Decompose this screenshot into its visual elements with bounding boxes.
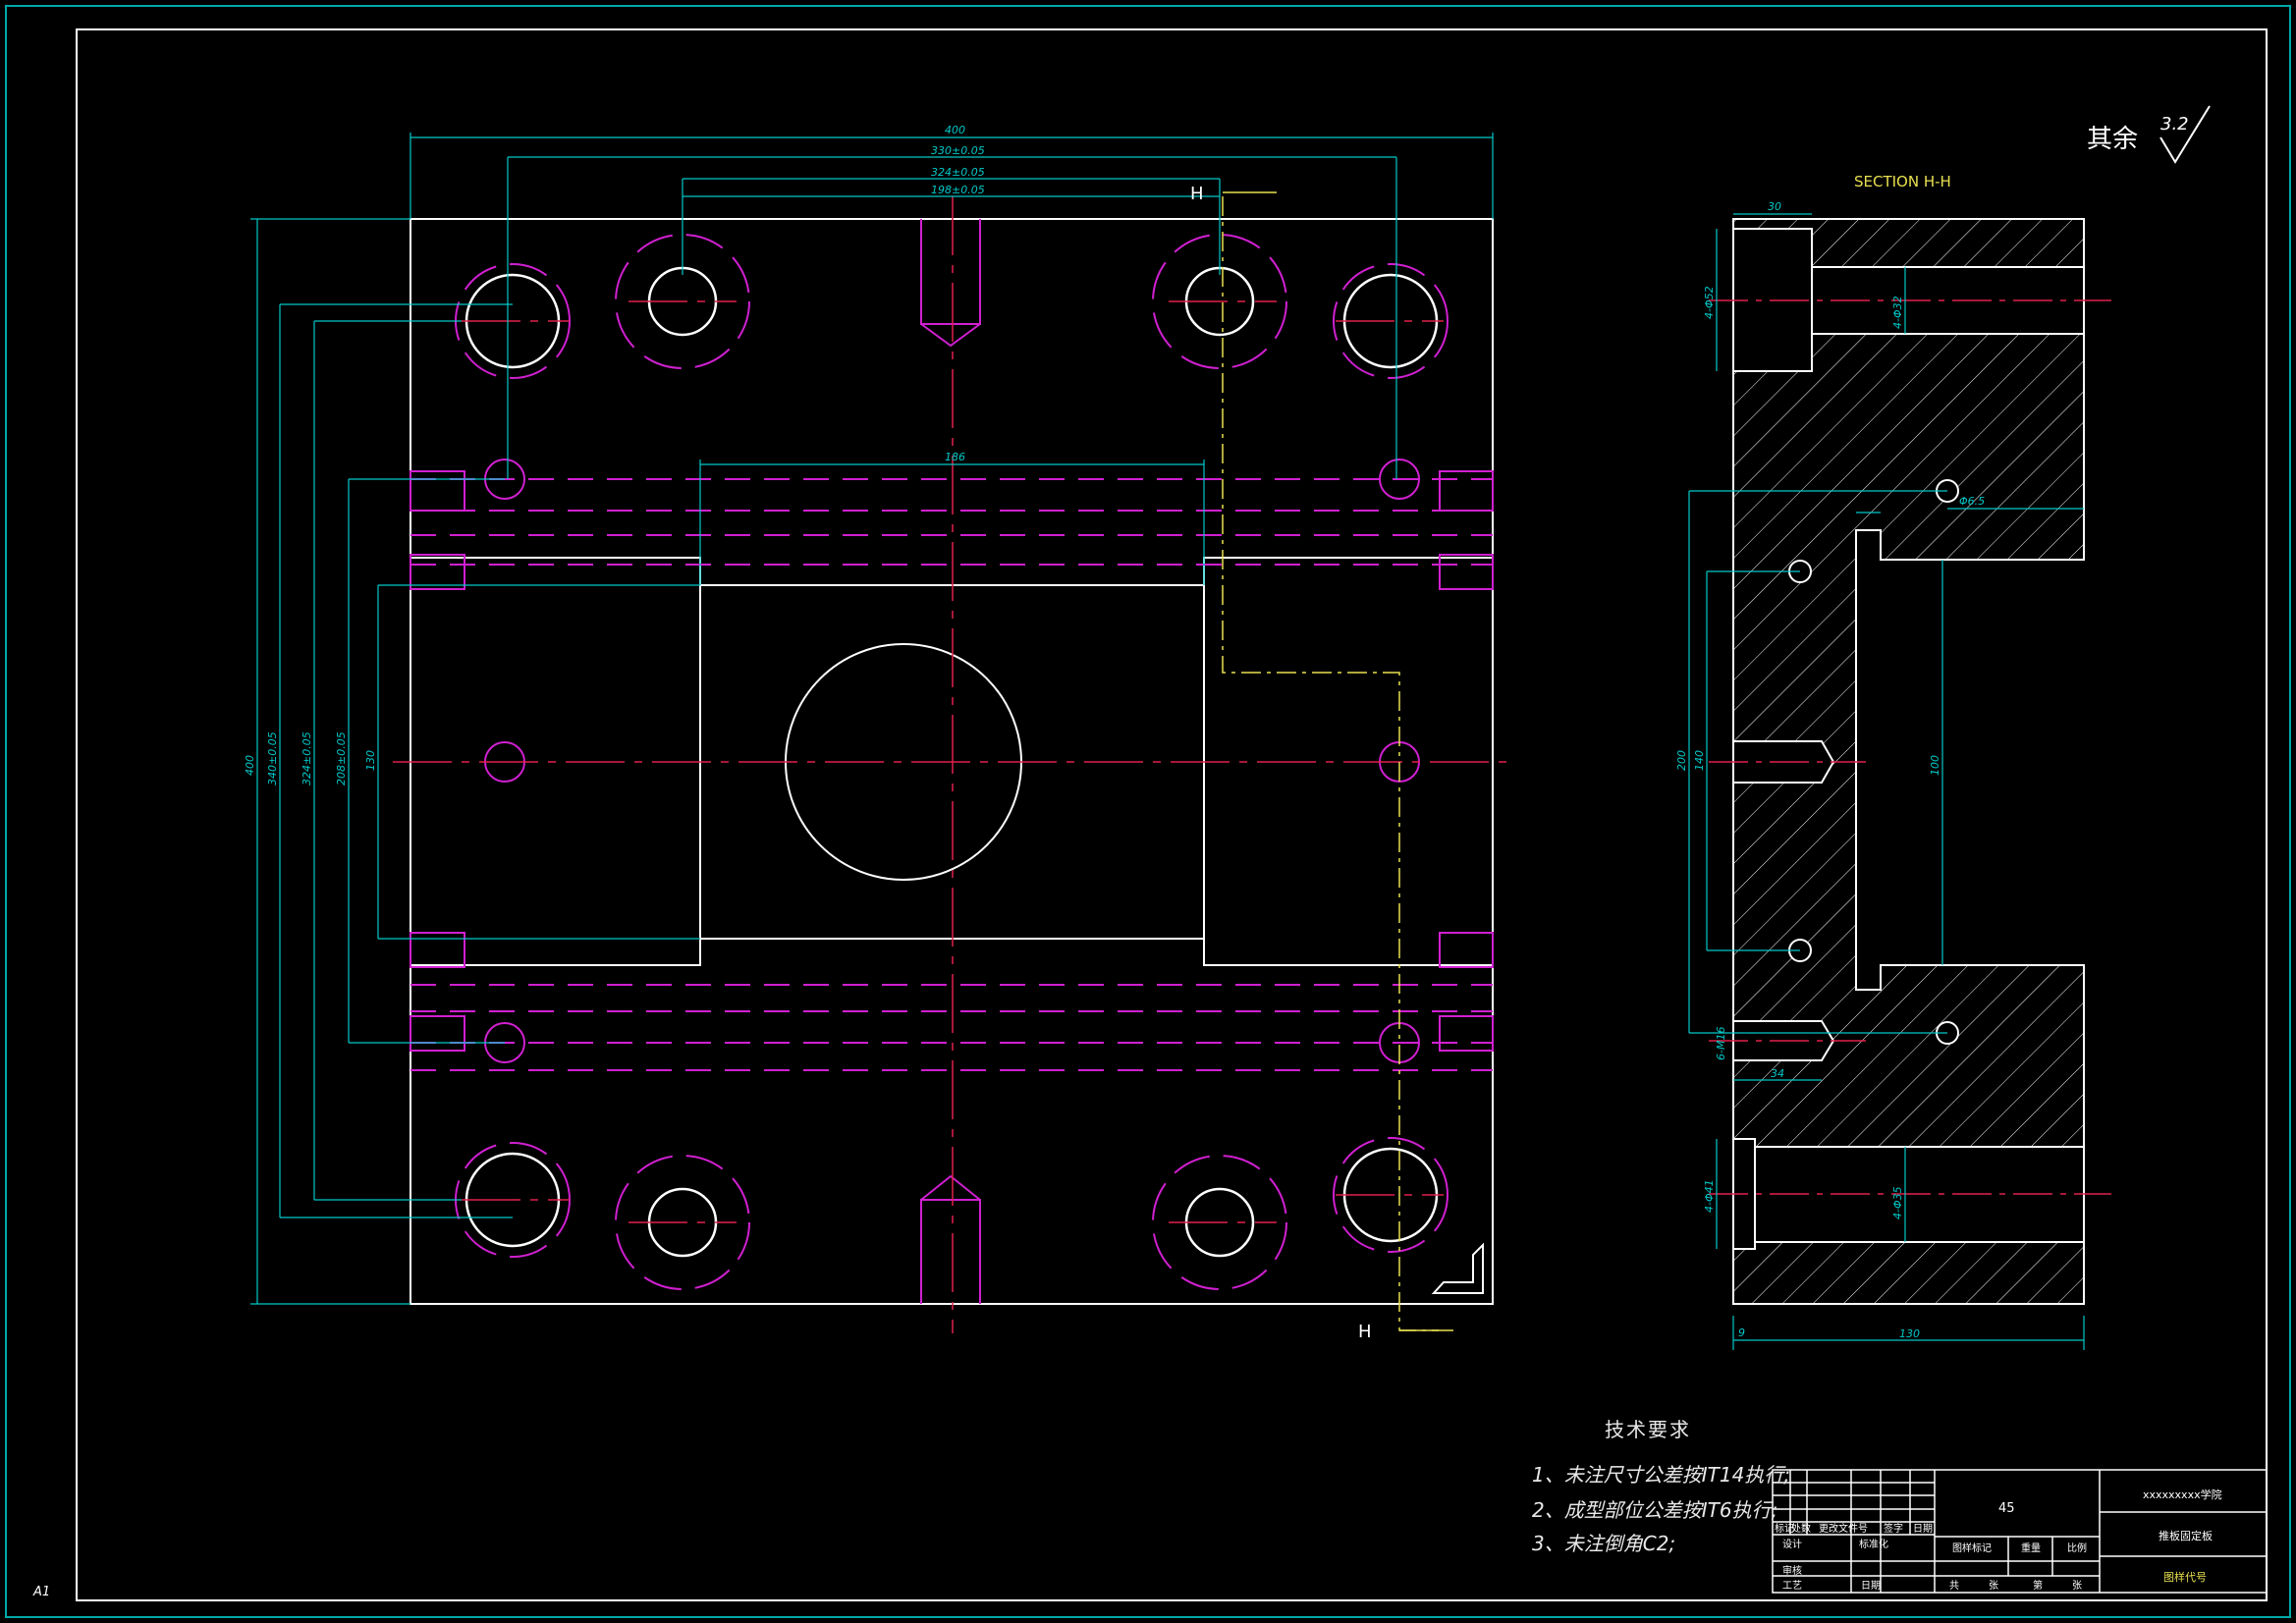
plan-view — [250, 133, 1512, 1333]
sheet-size: A1 — [32, 1585, 50, 1599]
tb-design: 设计 — [1782, 1538, 1802, 1550]
tb-date: 日期 — [1913, 1523, 1933, 1535]
dim-h100: 100 — [1929, 755, 1941, 776]
tb-standard: 标准化 — [1859, 1538, 1888, 1550]
tb-material: 45 — [1998, 1501, 2015, 1516]
surface-finish-symbol — [2159, 105, 2211, 164]
dim-324: 324±0.05 — [931, 166, 985, 179]
tb-drawing-code: 图样代号 — [2163, 1570, 2207, 1584]
section-marker-top: H — [1190, 184, 1204, 204]
outer-frame — [5, 5, 2291, 1618]
dim-phi52: 4-Φ52 — [1703, 286, 1716, 319]
hidden-lines — [410, 478, 1493, 1071]
dim-208: 208±0.05 — [335, 731, 348, 785]
tb-total: 共 — [1949, 1580, 1959, 1592]
dim-phi35: 4-Φ35 — [1891, 1186, 1904, 1219]
tb-sign: 签字 — [1884, 1522, 1903, 1535]
dim-s34: 34 — [1771, 1067, 1784, 1080]
section-view — [1688, 213, 2111, 1350]
dim-330: 330±0.05 — [931, 144, 985, 157]
centerlines — [393, 196, 1512, 1333]
tb-review: 审核 — [1782, 1564, 1802, 1577]
tb-stage: 图样标记 — [1952, 1542, 1992, 1554]
tech-note-1: 1、未注尺寸公差按IT14执行; — [1532, 1463, 1791, 1487]
dim-400-h: 400 — [945, 124, 965, 136]
dim-s9: 9 — [1738, 1326, 1745, 1339]
dim-186: 186 — [945, 451, 965, 463]
tb-weight: 重量 — [2021, 1542, 2041, 1554]
tb-part-name: 推板固定板 — [2159, 1529, 2213, 1542]
dim-s30: 30 — [1768, 200, 1781, 213]
tb-process: 工艺 — [1782, 1580, 1802, 1592]
dim-phi6: Φ6.5 — [1959, 495, 1985, 508]
tb-page: 第 — [2033, 1579, 2043, 1592]
tech-note-2: 2、成型部位公差按IT6执行; — [1532, 1498, 1778, 1522]
dim-s130: 130 — [1899, 1327, 1920, 1340]
tb-mark: 标记 — [1775, 1523, 1794, 1535]
tb-count: 处数 — [1791, 1522, 1811, 1535]
guide-holes — [465, 273, 1439, 1248]
dim-phi41: 4-Φ41 — [1703, 1179, 1716, 1213]
plan-dimensions — [250, 133, 1494, 1305]
side-bores — [410, 219, 1494, 1304]
dim-phi32: 4-Φ32 — [1891, 296, 1904, 329]
title-block — [1772, 1469, 2268, 1594]
dim-324-v: 324±0.05 — [301, 731, 313, 785]
tb-scale: 比例 — [2067, 1542, 2087, 1554]
tb-file: 更改文件号 — [1819, 1522, 1868, 1535]
tb-date2: 日期 — [1861, 1580, 1881, 1592]
dim-s140: 140 — [1693, 750, 1706, 771]
dim-m16: 6-M16 — [1715, 1027, 1727, 1060]
tb-sheet: 张 — [1989, 1580, 1998, 1592]
tech-note-3: 3、未注倒角C2; — [1532, 1532, 1676, 1555]
section-marker-bottom: H — [1358, 1322, 1372, 1342]
section-line — [1222, 196, 1439, 1331]
dim-340: 340±0.05 — [266, 731, 279, 785]
finish-value: 3.2 — [2160, 114, 2189, 135]
dim-400-v: 400 — [244, 755, 256, 776]
dim-s200: 200 — [1675, 750, 1688, 771]
inner-frame — [76, 28, 2268, 1601]
tech-notes-title: 技术要求 — [1605, 1418, 1691, 1441]
dim-198: 198±0.05 — [931, 184, 985, 196]
finish-label: 其余 — [2087, 125, 2138, 154]
tb-page2: 张 — [2072, 1580, 2082, 1592]
section-title: SECTION H-H — [1854, 173, 1951, 190]
tb-school: xxxxxxxxx学院 — [2143, 1488, 2222, 1501]
dim-130: 130 — [364, 750, 377, 771]
corner-mark — [1431, 1242, 1484, 1294]
